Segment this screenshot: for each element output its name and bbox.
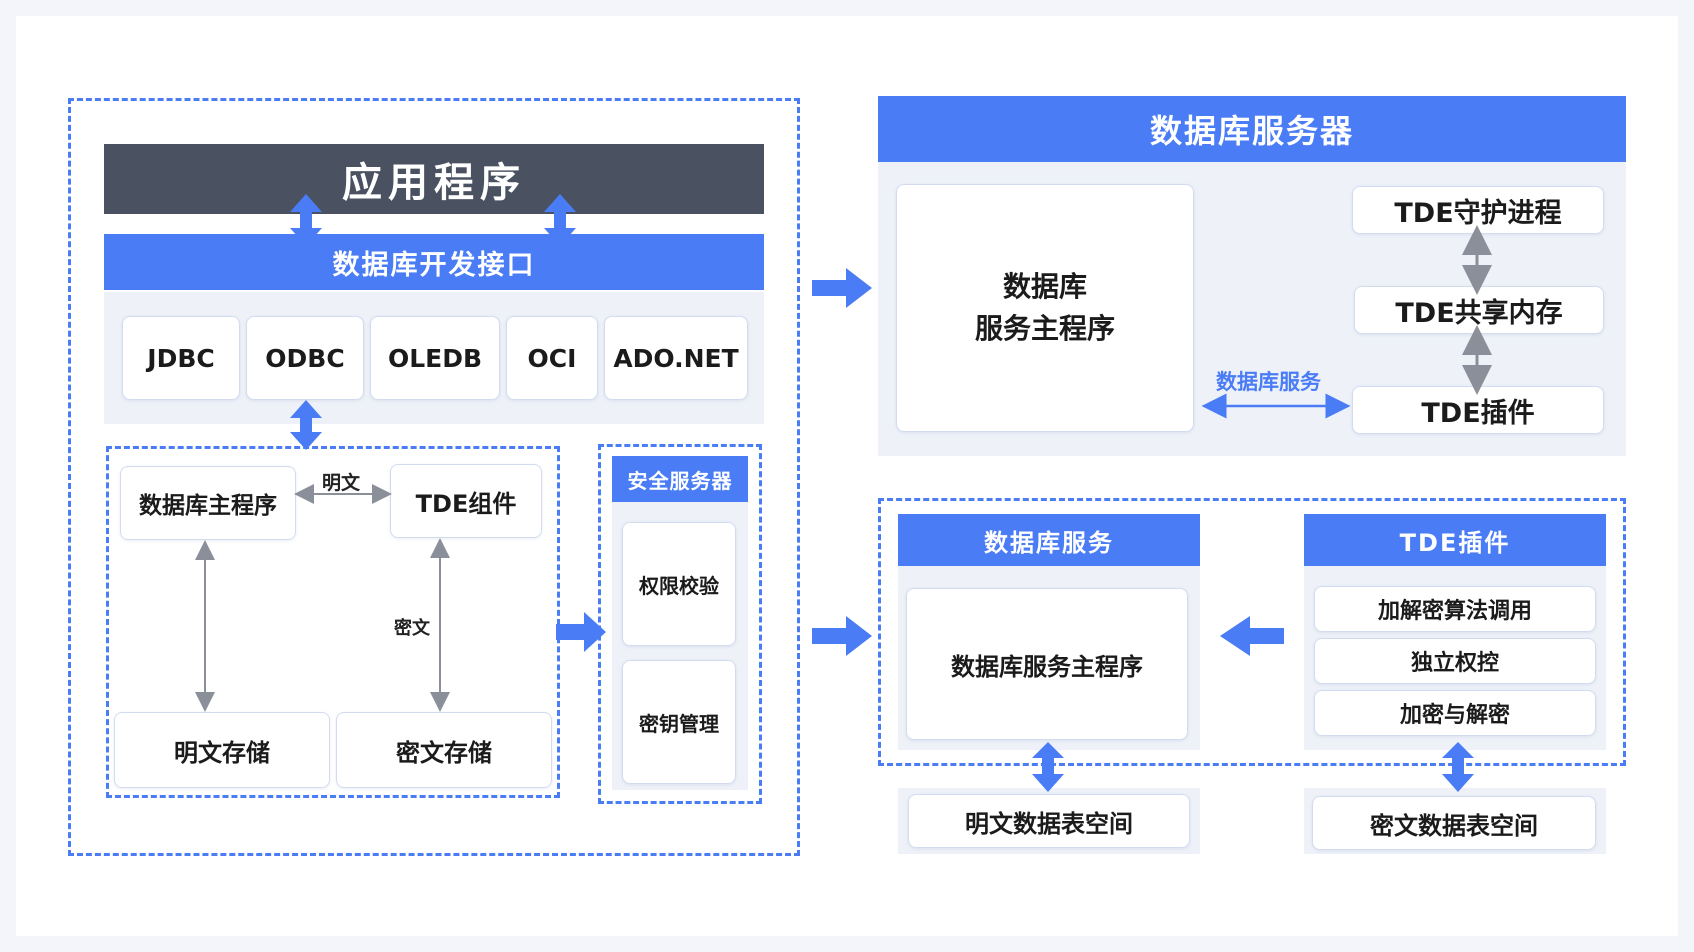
db-main-program: 数据库主程序 bbox=[120, 466, 296, 540]
driver-jdbc: JDBC bbox=[122, 316, 240, 400]
security-server-title: 安全服务器 bbox=[612, 456, 748, 502]
plaintext-label: 明文 bbox=[322, 472, 361, 494]
db-service-detail-title: 数据库服务 bbox=[898, 514, 1200, 566]
application-group bbox=[68, 98, 800, 856]
driver-odbc: ODBC bbox=[246, 316, 364, 400]
ciphertext-label: 密文 bbox=[394, 618, 430, 639]
db-server-title: 数据库服务器 bbox=[878, 96, 1626, 162]
tde-plugin-detail-title: TDE插件 bbox=[1304, 514, 1606, 566]
db-api-bar: 数据库开发接口 bbox=[104, 234, 764, 290]
key-management: 密钥管理 bbox=[622, 660, 736, 784]
db-service-label: 数据库服务 bbox=[1216, 370, 1321, 394]
ciphertext-tablespace: 密文数据表空间 bbox=[1312, 796, 1596, 850]
plaintext-tablespace: 明文数据表空间 bbox=[908, 794, 1190, 848]
tde-shared-memory: TDE共享内存 bbox=[1354, 286, 1604, 334]
db-service-main-line1: 数据库 bbox=[1002, 270, 1087, 303]
tde-daemon: TDE守护进程 bbox=[1352, 186, 1604, 234]
ciphertext-storage: 密文存储 bbox=[336, 712, 552, 788]
plugin-item-access-control: 独立权控 bbox=[1314, 638, 1596, 684]
driver-oci: OCI bbox=[506, 316, 598, 400]
plaintext-storage: 明文存储 bbox=[114, 712, 330, 788]
driver-oledb: OLEDB bbox=[370, 316, 500, 400]
plugin-item-crypto-call: 加解密算法调用 bbox=[1314, 586, 1596, 632]
tde-component: TDE组件 bbox=[390, 464, 542, 538]
permission-check: 权限校验 bbox=[622, 522, 736, 646]
plugin-item-encrypt-decrypt: 加密与解密 bbox=[1314, 690, 1596, 736]
application-title: 应用程序 bbox=[104, 144, 764, 214]
db-service-detail-main: 数据库服务主程序 bbox=[906, 588, 1188, 740]
driver-adonet: ADO.NET bbox=[604, 316, 748, 400]
db-service-main-program: 数据库 服务主程序 bbox=[896, 184, 1194, 432]
tde-plugin: TDE插件 bbox=[1352, 386, 1604, 434]
db-service-main-line2: 服务主程序 bbox=[974, 312, 1115, 345]
detail-group bbox=[878, 498, 1626, 766]
